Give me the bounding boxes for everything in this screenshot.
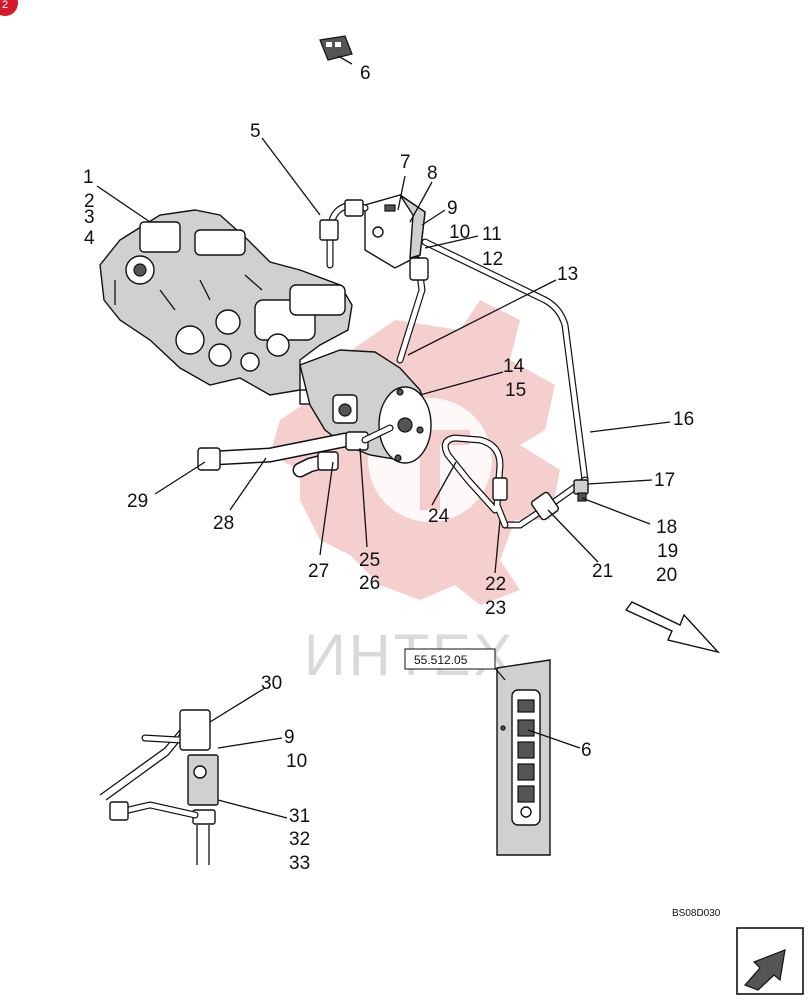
callout-4: 4: [84, 228, 95, 249]
tube-24: [441, 434, 509, 529]
callout-8: 8: [427, 163, 438, 184]
callout-6-top: 6: [360, 63, 371, 84]
callout-10-main: 10: [449, 222, 470, 243]
fitting-assembly-right: [501, 476, 589, 529]
callout-29: 29: [127, 491, 148, 512]
callout-33: 33: [289, 853, 310, 874]
pin-badge-icon[interactable]: 2: [0, 0, 18, 16]
reference-box-text: 55.512.05: [414, 653, 468, 667]
callout-9-inset: 9: [284, 727, 295, 748]
tube-13: [396, 256, 429, 364]
callout-21: 21: [592, 561, 613, 582]
hydraulic-motor: [299, 349, 432, 464]
callout-11: 11: [482, 224, 502, 245]
callout-32: 32: [289, 829, 310, 850]
reference-box: 55.512.05: [404, 648, 506, 681]
valve-block: [364, 194, 426, 269]
hose-5: [319, 199, 369, 269]
callout-26: 26: [359, 573, 380, 594]
callout-24: 24: [428, 506, 450, 527]
callout-10-inset: 10: [286, 751, 307, 772]
hose-28: [197, 424, 394, 478]
inset-switch-panel: [496, 659, 551, 856]
inset-valve-detail: [99, 709, 219, 865]
drawing-code: BS08D030: [672, 908, 721, 919]
leader-lines: [96, 55, 671, 819]
callout-5: 5: [250, 121, 261, 142]
callout-7: 7: [400, 152, 411, 173]
hydraulic-pump: [99, 209, 353, 405]
callout-2: 2: [84, 191, 95, 212]
callout-28: 28: [213, 513, 234, 534]
svg-text:2: 2: [2, 0, 8, 11]
callout-14: 14: [503, 356, 525, 377]
callout-3: 3: [84, 207, 95, 228]
connector-plug: [319, 35, 353, 61]
callout-31: 31: [289, 806, 310, 827]
tube-16: [421, 238, 589, 484]
callout-23: 23: [485, 598, 506, 619]
callout-19: 19: [657, 541, 678, 562]
callout-30: 30: [261, 673, 282, 694]
direction-arrow-icon: [624, 601, 721, 654]
callouts: 1 2 3 4 5 6 7 8 9 10 11 12 13 14 15 16 1…: [83, 63, 694, 874]
callout-22: 22: [485, 574, 506, 595]
callout-6-inset: 6: [581, 740, 592, 761]
callout-15: 15: [505, 380, 526, 401]
callout-9-main: 9: [447, 198, 458, 219]
callout-18: 18: [656, 517, 677, 538]
callout-25: 25: [359, 550, 380, 571]
callout-13: 13: [557, 264, 578, 285]
callout-12: 12: [482, 249, 503, 270]
callout-17: 17: [654, 470, 675, 491]
callout-20: 20: [656, 565, 677, 586]
callout-1: 1: [83, 167, 94, 188]
callout-16: 16: [673, 409, 694, 430]
callout-27: 27: [308, 561, 329, 582]
next-page-icon[interactable]: [736, 927, 804, 995]
